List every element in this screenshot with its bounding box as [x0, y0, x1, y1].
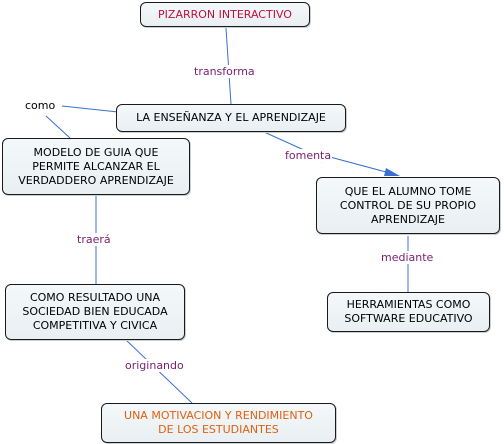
link-originando: originando [124, 359, 185, 372]
concept-motivacion-rendimiento[interactable]: UNA MOTIVACION Y RENDIMIENTO DE LOS ESTU… [101, 403, 336, 443]
concept-modelo-de-guia[interactable]: MODELO DE GUIA QUE PERMITE ALCANZAR EL V… [2, 138, 190, 195]
concept-pizarron-interactivo[interactable]: PIZARRON INTERACTIVO [140, 2, 310, 27]
link-transforma: transforma [193, 65, 256, 78]
concept-herramientas-software[interactable]: HERRAMIENTAS COMO SOFTWARE EDUCATIVO [327, 292, 490, 332]
link-fomenta: fomenta [284, 149, 333, 162]
concept-sociedad-educada[interactable]: COMO RESULTADO UNA SOCIEDAD BIEN EDUCADA… [5, 284, 185, 340]
link-como: como [24, 99, 57, 112]
link-mediante: mediante [380, 251, 435, 264]
concept-ensenanza-aprendizaje[interactable]: LA ENSEÑANZA Y EL APRENDIZAJE [116, 104, 346, 132]
link-traera: traerá [76, 233, 112, 246]
concept-alumno-control[interactable]: QUE EL ALUMNO TOME CONTROL DE SU PROPIO … [316, 177, 500, 234]
